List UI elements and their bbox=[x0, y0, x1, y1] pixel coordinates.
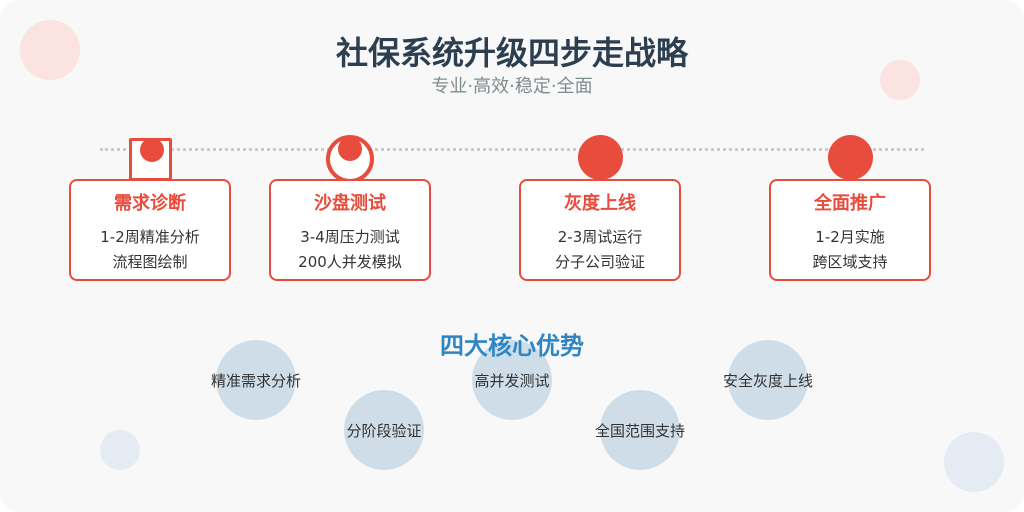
advantage-label: 精准需求分析 bbox=[210, 372, 301, 390]
advantage-bubble-5 bbox=[728, 340, 808, 420]
step-card-detail: 200人并发模拟 bbox=[298, 253, 402, 271]
decor-circle-top-left bbox=[20, 20, 80, 80]
timeline-line bbox=[100, 148, 924, 151]
step-card-detail: 流程图绘制 bbox=[112, 253, 188, 271]
step-card-4: 全面推广 1-2月实施 跨区域支持 bbox=[769, 179, 931, 281]
step-card-2: 沙盘测试 3-4周压力测试 200人并发模拟 bbox=[269, 179, 431, 281]
advantage-bubble-2 bbox=[344, 390, 424, 470]
step-card-detail: 分子公司验证 bbox=[554, 253, 645, 271]
step-3-marker-icon bbox=[578, 135, 623, 180]
step-card-3: 灰度上线 2-3周试运行 分子公司验证 bbox=[519, 179, 681, 281]
step-card-title: 全面推广 bbox=[814, 193, 886, 214]
advantage-label: 分阶段验证 bbox=[346, 422, 422, 440]
step-4-marker-icon bbox=[828, 135, 873, 180]
step-1-marker-icon bbox=[129, 138, 172, 181]
advantage-bubble-1 bbox=[216, 340, 296, 420]
step-card-detail: 2-3周试运行 bbox=[557, 228, 643, 246]
step-card-title: 灰度上线 bbox=[564, 193, 636, 214]
step-card-detail: 跨区域支持 bbox=[812, 253, 888, 271]
step-card-detail: 1-2月实施 bbox=[815, 228, 885, 246]
step-2-marker-icon bbox=[326, 135, 374, 183]
advantage-bubble-3 bbox=[472, 340, 552, 420]
step-card-title: 沙盘测试 bbox=[314, 193, 386, 214]
decor-circle-bottom-left bbox=[100, 430, 140, 470]
decor-circle-bottom-right bbox=[944, 432, 1004, 492]
decor-circle-top-right bbox=[880, 60, 920, 100]
step-card-detail: 1-2周精准分析 bbox=[100, 228, 200, 246]
advantage-label: 高并发测试 bbox=[474, 372, 550, 390]
step-card-1: 需求诊断 1-2周精准分析 流程图绘制 bbox=[69, 179, 231, 281]
advantages-title: 四大核心优势 bbox=[440, 332, 584, 360]
advantage-bubble-4 bbox=[600, 390, 680, 470]
advantage-label: 全国范围支持 bbox=[594, 422, 685, 440]
page-subtitle: 专业·高效·稳定·全面 bbox=[431, 76, 593, 97]
step-card-detail: 3-4周压力测试 bbox=[300, 228, 400, 246]
page-title: 社保系统升级四步走战略 bbox=[335, 34, 688, 72]
advantage-label: 安全灰度上线 bbox=[722, 372, 813, 390]
step-card-title: 需求诊断 bbox=[114, 193, 186, 214]
